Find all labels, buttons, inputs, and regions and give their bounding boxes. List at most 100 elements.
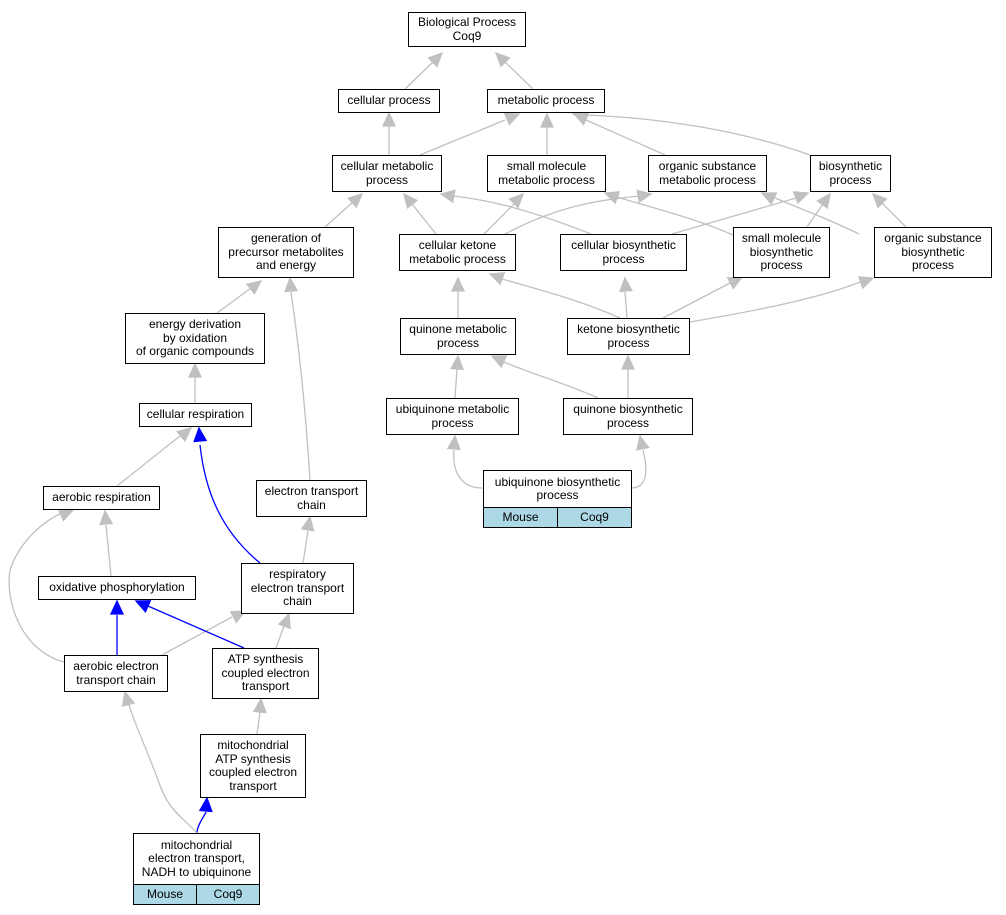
edge	[624, 291, 628, 319]
edge-arrowhead	[635, 434, 650, 451]
edge-arrowhead	[857, 276, 875, 290]
node-respiratory-electron-transport-chain[interactable]: respiratory electron transport chain	[241, 563, 354, 614]
edge-arrowhead	[539, 112, 555, 128]
edge	[453, 449, 483, 489]
tag-organism[interactable]: Mouse	[146, 886, 184, 901]
edge	[504, 195, 641, 235]
edge-arrowhead	[99, 509, 114, 526]
edge-arrowhead	[618, 276, 633, 293]
edge-highlighted	[196, 811, 207, 834]
edge-arrowhead	[252, 697, 267, 714]
edge-arrowhead	[198, 796, 213, 813]
edge	[324, 201, 354, 228]
edge-arrowhead	[508, 192, 525, 209]
node-cellular-ketone-metabolic-process[interactable]: cellular ketone metabolic process	[399, 234, 516, 271]
tag-gene[interactable]: Coq9	[557, 508, 631, 527]
node-small-molecule-biosynthetic-process[interactable]: small molecule biosynthetic process	[733, 227, 830, 278]
edge	[671, 197, 797, 235]
edge-arrowhead	[134, 600, 152, 613]
edge-arrowhead	[450, 276, 466, 292]
edge-arrowhead	[245, 280, 263, 295]
edge-highlighted	[199, 444, 261, 564]
node-ketone-biosynthetic-process[interactable]: ketone biosynthetic process	[567, 318, 690, 355]
node-organic-substance-metabolic-process[interactable]: organic substance metabolic process	[648, 155, 767, 192]
edge-arrowhead	[187, 362, 203, 378]
edge	[161, 616, 233, 656]
node-aerobic-electron-transport-chain[interactable]: aerobic electron transport chain	[64, 655, 168, 692]
node-aerobic-respiration[interactable]: aerobic respiration	[43, 486, 160, 510]
edge-arrowhead	[494, 51, 511, 68]
edge	[404, 61, 434, 90]
edge	[662, 282, 731, 319]
edge	[256, 711, 261, 735]
node-cellular-biosynthetic-process[interactable]: cellular biosynthetic process	[560, 234, 687, 271]
edge	[881, 202, 907, 228]
edge-arrowhead	[427, 51, 444, 68]
node-label: ubiquinone biosynthetic process	[494, 474, 621, 502]
edge	[501, 278, 621, 319]
edge-arrowhead	[277, 612, 291, 630]
edge	[8, 511, 65, 663]
edge-arrowhead	[792, 191, 810, 205]
edge-arrowhead	[490, 355, 508, 369]
tag-organism[interactable]: Mouse	[502, 509, 539, 524]
node-small-molecule-metabolic-process[interactable]: small molecule metabolic process	[487, 155, 606, 192]
node-cellular-process[interactable]: cellular process	[338, 89, 440, 113]
edge	[411, 203, 437, 235]
edge-arrowhead	[450, 354, 465, 371]
edge-arrowhead	[816, 192, 831, 210]
node-organic-substance-biosynthetic-process[interactable]: organic substance biosynthetic process	[874, 227, 992, 278]
node-biological-process-root[interactable]: Biological Process Coq9	[408, 12, 526, 47]
node-cellular-metabolic-process[interactable]: cellular metabolic process	[332, 155, 442, 192]
edge	[806, 203, 824, 228]
node-electron-transport-chain[interactable]: electron transport chain	[256, 480, 367, 517]
edge	[105, 524, 112, 577]
edge	[503, 361, 599, 399]
edge-arrowhead	[620, 354, 636, 370]
node-cellular-respiration[interactable]: cellular respiration	[139, 403, 252, 427]
tag-gene[interactable]: Coq9	[196, 885, 259, 904]
edge	[504, 61, 534, 90]
node-generation-of-precursor-metabolites[interactable]: generation of precursor metabolites and …	[218, 227, 354, 278]
edge-arrowhead	[446, 434, 461, 451]
edge	[630, 449, 647, 489]
edge-arrowhead	[603, 191, 621, 205]
edge	[772, 196, 860, 235]
node-metabolic-process[interactable]: metabolic process	[487, 89, 605, 113]
annotation-tags: Mouse Coq9	[134, 884, 259, 904]
node-quinone-biosynthetic-process[interactable]: quinone biosynthetic process	[563, 398, 693, 435]
edge	[419, 119, 506, 156]
node-biosynthetic-process[interactable]: biosynthetic process	[810, 155, 891, 192]
edge-arrowhead	[503, 112, 521, 126]
node-energy-derivation-by-oxidation[interactable]: energy derivation by oxidation of organi…	[125, 313, 265, 364]
edge	[275, 625, 285, 649]
edge-arrowhead	[193, 426, 208, 443]
node-ubiquinone-metabolic-process[interactable]: ubiquinone metabolic process	[386, 398, 519, 435]
edge-arrowhead	[300, 515, 315, 532]
edge-arrowhead	[871, 192, 888, 209]
edge-arrowhead	[636, 189, 653, 204]
edge-arrowhead	[176, 427, 193, 443]
edge-arrowhead	[347, 192, 364, 209]
edge-arrowhead	[109, 599, 125, 615]
node-label: mitochondrial electron transport, NADH t…	[141, 837, 252, 879]
node-atp-synthesis-coupled-electron-transport[interactable]: ATP synthesis coupled electron transport	[212, 648, 319, 699]
edge-arrowhead	[760, 192, 778, 206]
node-mitochondrial-atp-synthesis-coupled-electron-transport[interactable]: mitochondrial ATP synthesis coupled elec…	[200, 734, 306, 798]
edge-highlighted	[147, 605, 245, 649]
edge	[454, 368, 458, 399]
edge-arrowhead	[488, 272, 506, 286]
edge	[290, 291, 311, 481]
edge-arrowhead	[381, 111, 397, 127]
edge	[452, 195, 592, 235]
node-mitochondrial-electron-transport-nadh-to-ubiquinone[interactable]: mitochondrial electron transport, NADH t…	[133, 833, 260, 905]
node-oxidative-phosphorylation[interactable]: oxidative phosphorylation	[38, 576, 196, 600]
node-quinone-metabolic-process[interactable]: quinone metabolic process	[400, 318, 516, 355]
edge	[116, 435, 181, 487]
node-ubiquinone-biosynthetic-process[interactable]: ubiquinone biosynthetic process Mouse Co…	[483, 470, 632, 528]
edge-arrowhead	[403, 192, 419, 210]
edge	[128, 704, 198, 834]
edge-arrowhead	[121, 690, 136, 708]
edge	[483, 202, 516, 235]
